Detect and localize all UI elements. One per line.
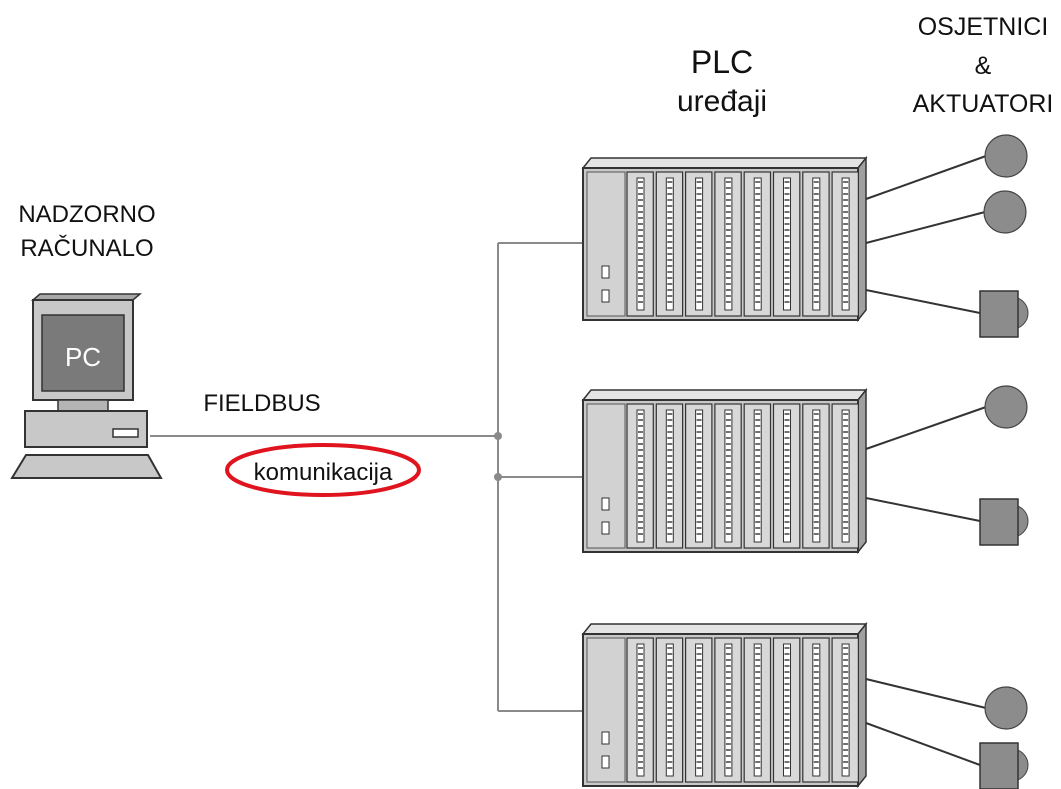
rack-side — [857, 621, 867, 789]
terminal-strip — [724, 643, 733, 777]
terminal-strip — [665, 177, 674, 311]
terminal-strip — [695, 409, 704, 543]
terminal-strip — [783, 409, 791, 543]
terminal-strip — [841, 643, 850, 777]
keyboard — [10, 454, 163, 479]
sensor-icon — [984, 385, 1028, 429]
switch-icon — [601, 497, 610, 511]
plc-label: PLC — [691, 44, 753, 80]
actuator-icon — [979, 742, 1019, 789]
rack-side — [857, 155, 867, 323]
terminal-strip — [812, 643, 821, 777]
terminal-strip — [841, 177, 850, 311]
terminal-strip — [665, 643, 674, 777]
plc-rack — [581, 155, 868, 323]
plc-rack — [581, 387, 868, 555]
field-wire — [865, 406, 987, 450]
terminal-strip — [665, 409, 674, 543]
actuator-icon — [979, 498, 1019, 546]
field-wire — [865, 497, 981, 522]
terminal-strip — [636, 409, 645, 543]
switch-icon — [601, 289, 610, 303]
plc-rack — [581, 621, 868, 789]
plc-label: uređaji — [677, 85, 767, 118]
fieldbus-label: FIELDBUS — [203, 390, 320, 417]
terminal-strip — [724, 409, 733, 543]
sensor-icon — [984, 686, 1028, 730]
terminal-strip — [753, 409, 762, 543]
monitor-stand — [57, 399, 109, 412]
field-wire — [865, 155, 987, 200]
terminal-strip — [841, 409, 850, 543]
actuator-icon — [979, 290, 1019, 338]
supervisory-computer — [10, 293, 163, 479]
sensors-label: & — [975, 52, 992, 80]
terminal-strip — [783, 177, 791, 311]
bus-junction — [494, 473, 502, 481]
terminal-strip — [812, 177, 821, 311]
terminal-strip — [783, 643, 791, 777]
terminal-strip — [636, 643, 645, 777]
disk-drive-icon — [112, 428, 139, 438]
terminal-strip — [695, 177, 704, 311]
bus-lines — [150, 242, 583, 712]
terminal-strip — [812, 409, 821, 543]
field-wire — [865, 722, 981, 766]
switch-icon — [601, 755, 610, 769]
monitor-screen — [41, 314, 125, 392]
terminal-strip — [753, 643, 762, 777]
supervisor-label: NADZORNO — [18, 201, 155, 228]
pc-label: PC — [65, 342, 101, 372]
field-wire — [865, 289, 981, 314]
terminal-strip — [695, 643, 704, 777]
rack-top — [581, 157, 868, 169]
terminal-strip — [636, 177, 645, 311]
sensor-icon — [983, 190, 1027, 234]
sensors-label: AKTUATORI — [913, 90, 1054, 118]
switch-icon — [601, 265, 610, 279]
terminal-strip — [753, 177, 762, 311]
sensors-label: OSJETNICI — [918, 13, 1049, 41]
rack-top — [581, 389, 868, 401]
communication-label: komunikacija — [254, 459, 393, 486]
switch-icon — [601, 731, 610, 745]
sensor-icon — [984, 134, 1028, 178]
field-wire — [865, 211, 986, 244]
supervisor-label: RAČUNALO — [20, 234, 153, 262]
rack-side — [857, 387, 867, 555]
switch-icon — [601, 521, 610, 535]
communication-highlight — [225, 443, 421, 497]
bus-junction — [494, 432, 502, 440]
terminal-strip — [724, 177, 733, 311]
rack-top — [581, 623, 868, 635]
power-supply — [586, 403, 626, 549]
field-wire — [865, 678, 987, 709]
